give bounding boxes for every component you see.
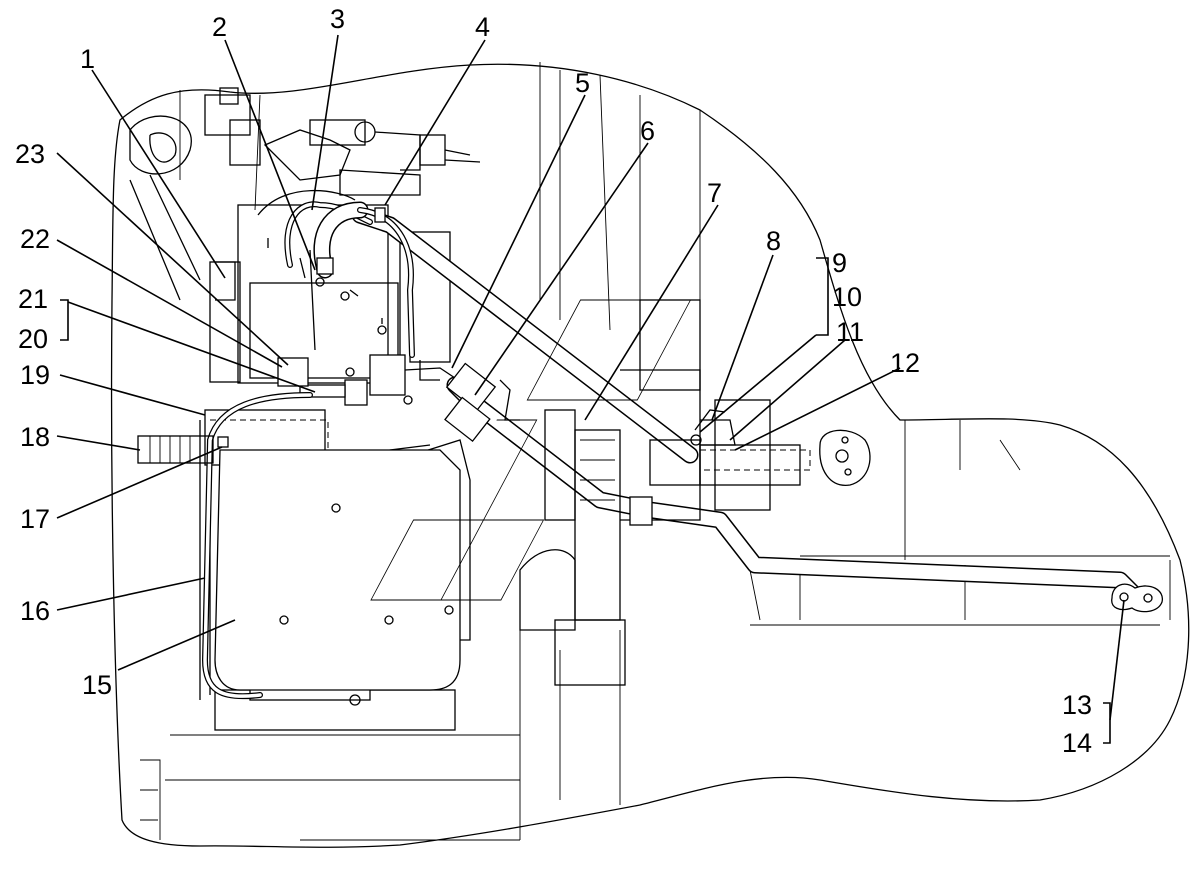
callout-9: 9 — [832, 248, 847, 278]
bracket — [690, 409, 871, 486]
callout-15: 15 — [82, 670, 112, 700]
callout-1: 1 — [80, 44, 95, 74]
engine-block — [129, 87, 481, 384]
callout-12: 12 — [890, 348, 920, 378]
callout-23: 23 — [15, 139, 45, 169]
callout-6: 6 — [640, 116, 655, 146]
callout-11: 11 — [836, 317, 864, 347]
callout-14: 14 — [1062, 728, 1092, 758]
callout-17: 17 — [20, 504, 50, 534]
callout-18: 18 — [20, 422, 50, 452]
callout-7: 7 — [707, 178, 722, 208]
callout-10: 10 — [832, 282, 862, 312]
callout-5: 5 — [575, 68, 590, 98]
callout-22: 22 — [20, 224, 50, 254]
callout-20: 20 — [18, 324, 48, 354]
callout-19: 19 — [20, 360, 50, 390]
callouts: 1 2 3 4 5 6 7 8 9 10 11 12 13 14 15 16 1… — [15, 4, 1092, 758]
pump-assembly — [499, 299, 771, 686]
callout-3: 3 — [330, 4, 345, 34]
callout-16: 16 — [20, 596, 50, 626]
callout-4: 4 — [475, 12, 490, 42]
callout-8: 8 — [766, 226, 781, 256]
callout-2: 2 — [212, 12, 227, 42]
callout-21: 21 — [18, 284, 48, 314]
housing-outline — [110, 62, 1190, 848]
tank — [214, 449, 461, 691]
watermark — [370, 299, 692, 601]
outlet-flange — [1111, 583, 1163, 613]
callout-13: 13 — [1062, 690, 1092, 720]
leader-lines — [56, 34, 1125, 744]
coolant-pipe — [284, 201, 1144, 604]
valve-assembly — [277, 354, 497, 443]
